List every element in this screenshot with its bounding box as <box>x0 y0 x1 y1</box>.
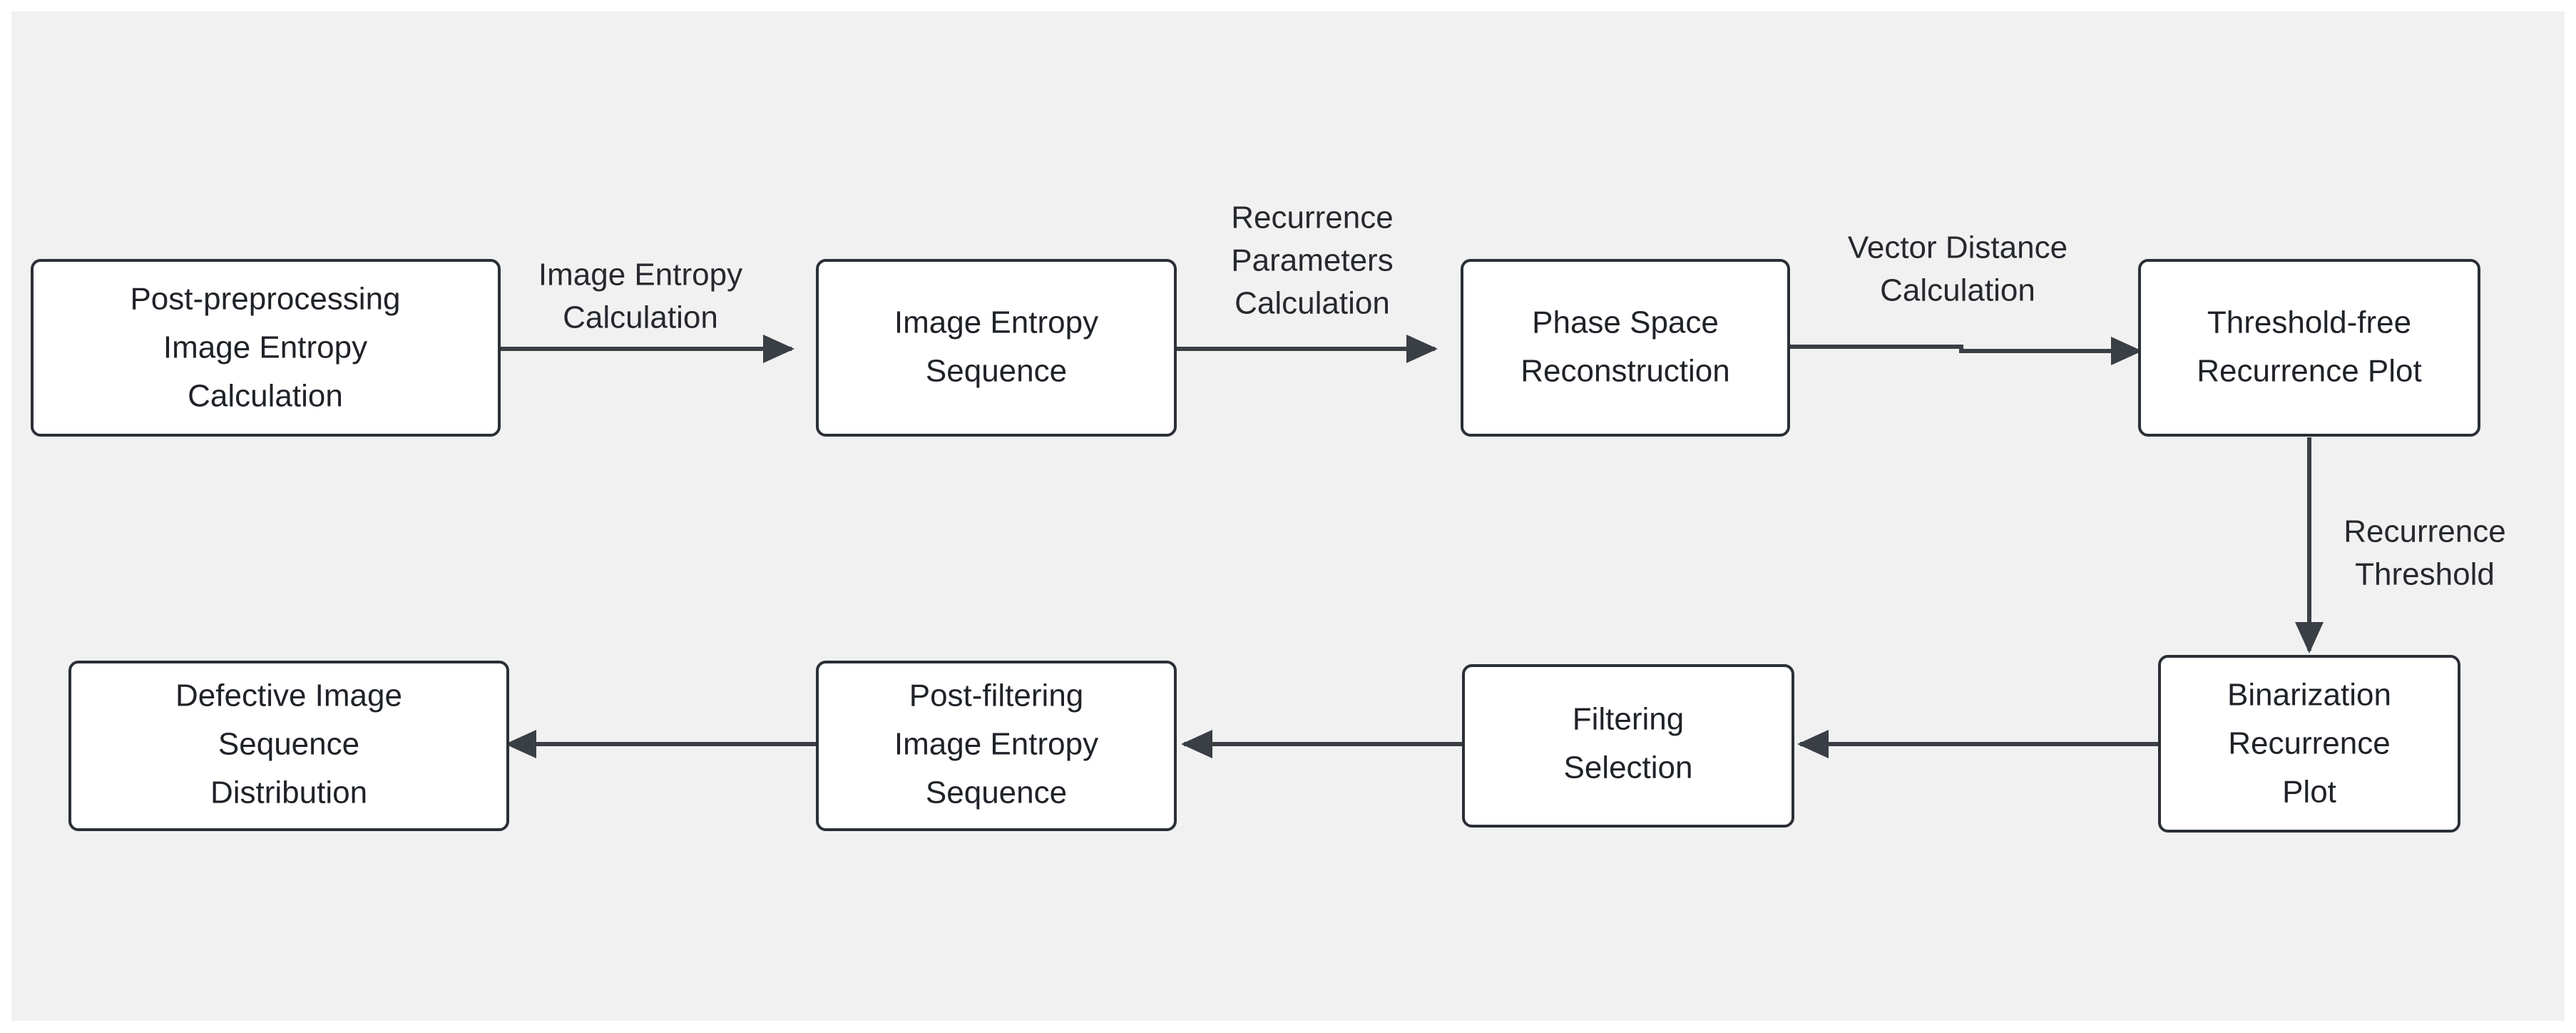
node-label-line1: Filtering <box>1573 702 1685 737</box>
edge-n4-to-n5: Recurrence Threshold <box>2295 437 2506 653</box>
node-box[interactable] <box>2138 259 2480 437</box>
node-post-preprocessing-image-entropy-calculation[interactable]: Post-preprocessing Image Entropy Calcula… <box>31 259 501 437</box>
node-box[interactable] <box>31 259 501 437</box>
node-label-line2: Reconstruction <box>1520 354 1729 389</box>
node-filtering-selection[interactable]: Filtering Selection <box>1462 664 1794 828</box>
node-box[interactable] <box>816 661 1177 831</box>
node-binarization-recurrence-plot[interactable]: Binarization Recurrence Plot <box>2158 655 2460 833</box>
edge-label-vector-distance-calculation-line2: Calculation <box>1880 273 2035 308</box>
node-label-line3: Plot <box>2282 775 2336 810</box>
node-label-line2: Recurrence <box>2228 726 2390 761</box>
node-box[interactable] <box>1461 259 1790 437</box>
edge-n2-to-n3: Recurrence Parameters Calculation <box>1175 200 1438 363</box>
node-box[interactable] <box>2158 655 2460 833</box>
node-label-line1: Phase Space <box>1532 305 1719 340</box>
node-post-filtering-image-entropy-sequence[interactable]: Post-filtering Image Entropy Sequence <box>816 661 1177 831</box>
node-label-line1: Image Entropy <box>894 305 1098 340</box>
node-label-line1: Post-preprocessing <box>130 282 400 317</box>
edge-n3-to-n4: Vector Distance Calculation <box>1789 230 2142 365</box>
edge-label-image-entropy-calculation-line2: Calculation <box>563 300 718 335</box>
node-label-line2: Image Entropy <box>894 727 1098 762</box>
diagram-surface <box>11 11 2565 1021</box>
node-phase-space-reconstruction[interactable]: Phase Space Reconstruction <box>1461 259 1790 437</box>
node-label-line3: Distribution <box>210 775 367 810</box>
edge-label-recurrence-parameters-calculation-line3: Calculation <box>1235 286 1390 321</box>
node-threshold-free-recurrence-plot[interactable]: Threshold-free Recurrence Plot <box>2138 259 2480 437</box>
node-label-line2: Sequence <box>926 354 1067 389</box>
node-label-line3: Sequence <box>926 775 1067 810</box>
edge-n1-to-n2: Image Entropy Calculation <box>499 258 794 363</box>
node-label-line2: Image Entropy <box>163 330 367 365</box>
edge-label-image-entropy-calculation-line1: Image Entropy <box>538 258 742 292</box>
node-box[interactable] <box>1462 664 1794 828</box>
node-image-entropy-sequence[interactable]: Image Entropy Sequence <box>816 259 1177 437</box>
edge-line <box>1789 337 2142 365</box>
edge-label-recurrence-threshold-line1: Recurrence <box>2344 514 2505 549</box>
node-label-line1: Threshold-free <box>2207 305 2411 340</box>
node-label-line2: Selection <box>1563 750 1692 785</box>
edge-label-vector-distance-calculation-line1: Vector Distance <box>1848 230 2068 265</box>
node-label-line1: Binarization <box>2227 678 2391 713</box>
node-label-line2: Recurrence Plot <box>2197 354 2421 389</box>
edge-label-recurrence-parameters-calculation-line2: Parameters <box>1231 243 1393 278</box>
node-box[interactable] <box>68 661 509 831</box>
node-label-line1: Post-filtering <box>909 678 1084 713</box>
edge-label-recurrence-parameters-calculation-line1: Recurrence <box>1231 200 1393 235</box>
node-label-line2: Sequence <box>218 727 359 762</box>
node-label-line3: Calculation <box>188 379 343 414</box>
node-box[interactable] <box>816 259 1177 437</box>
node-defective-image-sequence-distribution[interactable]: Defective Image Sequence Distribution <box>68 661 509 831</box>
edge-label-recurrence-threshold-line2: Threshold <box>2355 557 2495 592</box>
node-label-line1: Defective Image <box>175 678 402 713</box>
